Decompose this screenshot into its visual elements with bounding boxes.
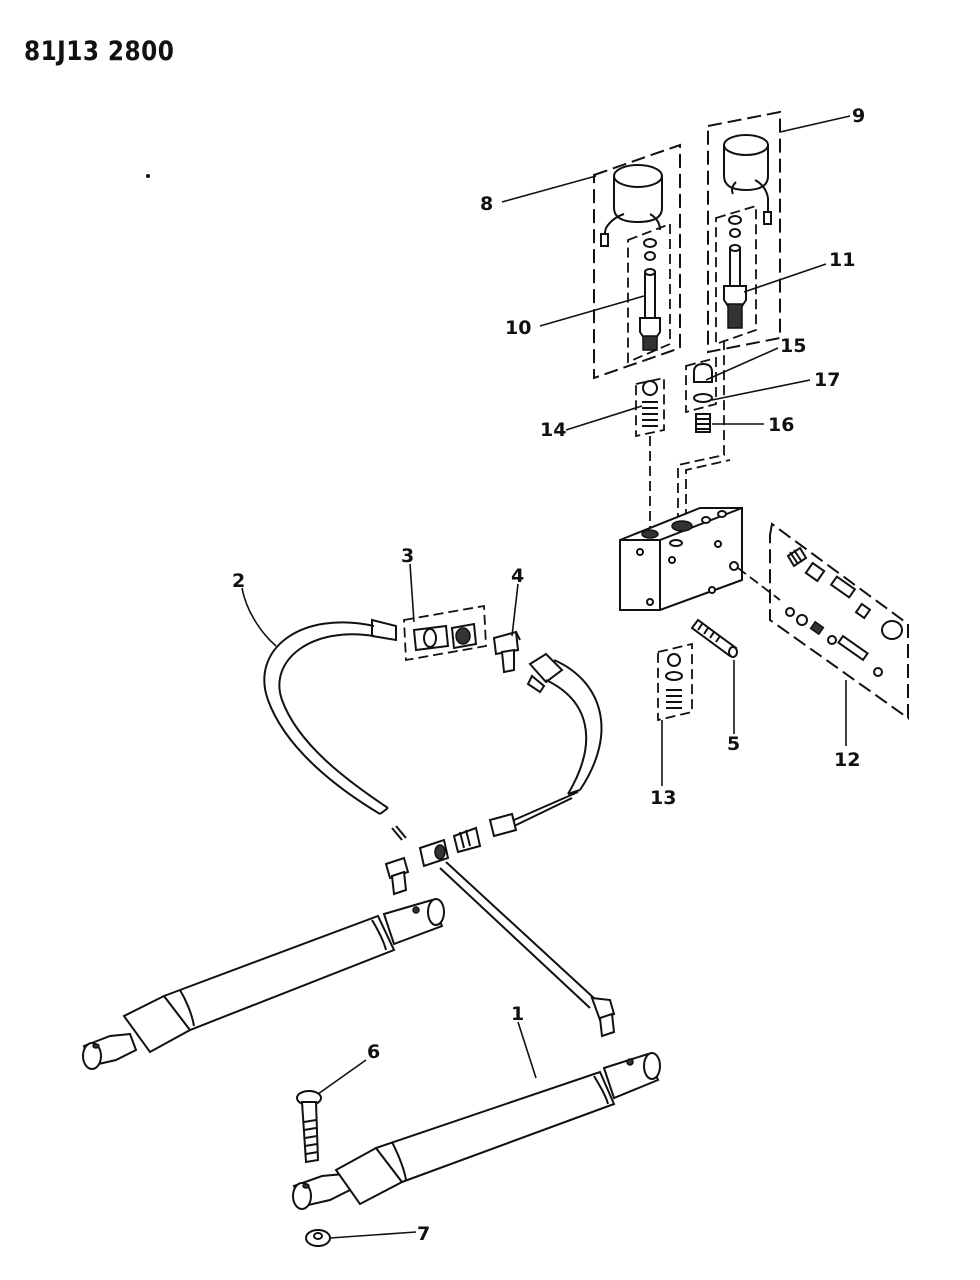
valve-internals-kit-12 xyxy=(769,522,909,720)
callout-3: 3 xyxy=(401,545,414,567)
solenoid-valve-assembly-8 xyxy=(146,143,681,380)
callout-15: 15 xyxy=(780,335,806,357)
hydraulic-cylinder-1 xyxy=(292,1052,661,1210)
valve-manifold-block xyxy=(619,507,781,611)
hydraulic-hose-2 xyxy=(263,618,397,815)
callout-2: 2 xyxy=(232,570,245,592)
callout-16: 16 xyxy=(768,414,794,436)
solenoid-coil-right xyxy=(723,134,772,225)
callout-1: 1 xyxy=(511,1003,524,1025)
callout-14: 14 xyxy=(540,419,566,441)
callout-12: 12 xyxy=(834,749,860,771)
callout-8: 8 xyxy=(480,193,493,215)
quick-coupler-3 xyxy=(403,604,487,662)
lower-fittings xyxy=(384,826,482,896)
callout-17: 17 xyxy=(814,369,840,391)
callout-5: 5 xyxy=(727,733,740,755)
callout-4: 4 xyxy=(511,565,524,587)
valve-cartridge-right xyxy=(723,215,747,329)
callout-10: 10 xyxy=(505,317,531,339)
callout-7: 7 xyxy=(417,1223,430,1245)
callout-6: 6 xyxy=(367,1041,380,1063)
callout-numbers: 1 2 3 4 5 6 7 8 9 10 11 12 13 14 15 16 1… xyxy=(232,105,865,1245)
valve-cartridge-left xyxy=(639,238,661,351)
callout-11: 11 xyxy=(829,249,855,271)
rigid-line xyxy=(391,825,616,1038)
plug-kit-15-17 xyxy=(685,356,717,433)
solenoid-valve-assembly-9 xyxy=(707,110,781,354)
spring-kit-13 xyxy=(657,642,693,722)
drawing-code: 81J13 2800 xyxy=(24,36,175,67)
hydraulic-hose-right xyxy=(488,652,603,838)
solenoid-coil-left xyxy=(146,164,663,247)
callout-13: 13 xyxy=(650,787,676,809)
leader-lines xyxy=(241,115,851,1239)
callout-9: 9 xyxy=(852,105,865,127)
threaded-stud-5 xyxy=(690,618,738,658)
nut-7 xyxy=(305,1229,331,1247)
spring-kit-14 xyxy=(635,376,665,438)
bolt-6 xyxy=(296,1090,322,1164)
elbow-fitting-4 xyxy=(492,630,521,674)
hydraulic-cylinder-upper xyxy=(82,898,445,1070)
